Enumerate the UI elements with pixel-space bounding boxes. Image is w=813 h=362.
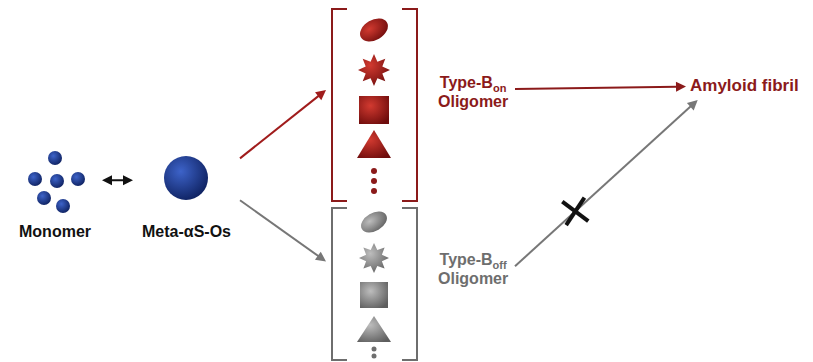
off-oligomer-group: Type-BoffOligomer (326, 205, 515, 362)
connector-arrow (515, 82, 686, 92)
connector-line (515, 87, 677, 89)
square-shape (359, 96, 389, 124)
arrowhead (687, 100, 698, 110)
bracket-left (332, 9, 347, 201)
connector-arrow (240, 90, 326, 158)
arrowhead (123, 175, 133, 185)
monomer-dot (71, 172, 85, 186)
connector-line (240, 96, 319, 159)
connector-line (111, 179, 124, 181)
monomer-dot (48, 151, 62, 165)
label-line: Meta-αS-Os (133, 222, 240, 241)
label-line: Amyloid fibril (690, 76, 799, 96)
bracket-right (402, 208, 417, 360)
ellipse-shape (357, 207, 390, 237)
subscript-text: off (493, 259, 507, 271)
label-line: Monomer (8, 222, 102, 241)
ellipsis-dot (371, 188, 377, 194)
arrowhead (315, 252, 326, 262)
node-label: Amyloid fibril (690, 76, 799, 96)
monomer-dot (37, 191, 51, 205)
monomer-node: Monomer (8, 148, 102, 243)
node-label: Type-BonOligomer (438, 73, 508, 111)
node-text: Amyloid fibril (690, 76, 799, 95)
label-line: Type-Bon (438, 73, 508, 92)
connector-line (515, 106, 691, 266)
on-shapes (356, 14, 392, 194)
ellipse-shape (356, 14, 392, 46)
node-text: Type-B (440, 251, 493, 268)
oligomer-ball (164, 156, 208, 200)
fibril-node: Amyloid fibril (686, 73, 803, 100)
ellipsis-dot (372, 354, 377, 359)
connector-arrow (102, 175, 133, 185)
connector-line (240, 200, 319, 256)
label-line: Type-Boff (438, 250, 508, 269)
triangle-shape (357, 316, 391, 342)
on-bracket (332, 9, 417, 201)
node-label: Meta-αS-Os (133, 222, 240, 241)
node-text: Type-B (440, 74, 493, 91)
monomer-dot (56, 199, 70, 213)
on-oligomer-group: Type-BonOligomer (326, 5, 515, 205)
node-text: Monomer (19, 223, 91, 240)
connector-arrow (240, 200, 326, 261)
monomer-dots (28, 151, 85, 213)
star-shape (359, 243, 389, 273)
monomer-dot (50, 174, 64, 188)
monomer-dot (28, 172, 42, 186)
arrowhead (102, 175, 112, 185)
ellipsis-dot (372, 347, 377, 352)
bracket-right (402, 9, 417, 201)
bracket-left (332, 208, 347, 360)
block-cross (562, 202, 588, 222)
node-text: Oligomer (438, 270, 508, 287)
node-text: Meta-αS-Os (142, 223, 231, 240)
ellipsis-dot (371, 178, 377, 184)
node-text: Oligomer (438, 93, 508, 110)
off-shapes (357, 207, 391, 358)
connector-arrow (515, 100, 698, 266)
ellipsis-dot (371, 168, 377, 174)
arrowhead (315, 90, 326, 100)
label-line: Oligomer (438, 269, 508, 288)
subscript-text: on (493, 82, 506, 94)
triangle-shape (357, 130, 391, 158)
node-label: Monomer (8, 222, 102, 241)
label-line: Oligomer (438, 92, 508, 111)
node-label: Type-BoffOligomer (438, 250, 508, 288)
star-shape (358, 54, 390, 86)
oligomer-node: Meta-αS-Os (133, 152, 240, 243)
square-shape (360, 282, 388, 308)
arrowhead (676, 82, 686, 92)
off-bracket (332, 208, 417, 360)
